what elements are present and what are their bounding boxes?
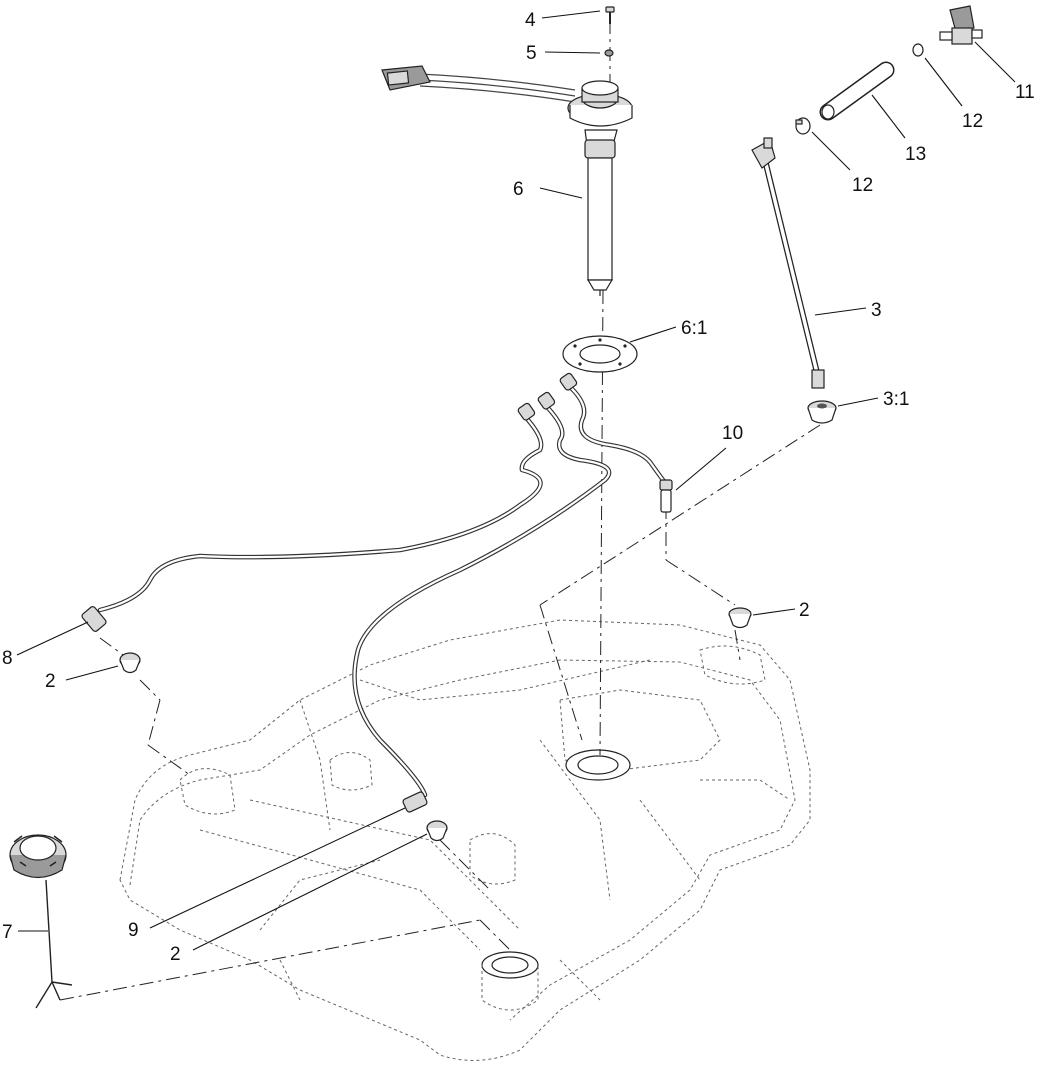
fuel-sender-part — [381, 65, 633, 296]
callout-13: 13 — [905, 144, 926, 165]
fuel-line-assembly-part — [81, 372, 673, 813]
callout-10: 10 — [722, 423, 743, 444]
sender-gasket-part — [562, 335, 638, 373]
callout-12-valve: 12 — [962, 111, 983, 132]
callout-2-center: 2 — [170, 944, 181, 965]
assembly-centerlines — [59, 20, 821, 1001]
callout-5: 5 — [526, 43, 537, 64]
vent-grommet-part — [807, 400, 837, 424]
shutoff-valve-part — [939, 5, 983, 45]
callout-6: 6 — [513, 179, 524, 200]
callout-2-left: 2 — [45, 671, 56, 692]
callout-3-1: 3:1 — [883, 389, 909, 410]
fuel-cap-part — [9, 834, 73, 1009]
vent-tube-part — [751, 137, 825, 389]
fuel-tank — [119, 619, 811, 1061]
fuel-hose-part — [819, 61, 895, 121]
callout-12-hose: 12 — [852, 175, 873, 196]
leader-lines — [16, 10, 1016, 951]
callout-6-1: 6:1 — [681, 318, 707, 339]
callout-11: 11 — [1015, 82, 1035, 103]
screw-part — [605, 6, 615, 24]
callout-labels: 4 5 6 11 12 13 12 6:1 3 3:1 10 2 8 2 9 2… — [2, 10, 1035, 965]
callout-4: 4 — [525, 10, 536, 31]
callout-2-vent: 2 — [799, 600, 810, 621]
hose-clamp-part — [795, 43, 924, 135]
callout-9: 9 — [128, 920, 139, 941]
callout-7: 7 — [2, 922, 13, 943]
washer-part — [604, 49, 614, 57]
grommet-part — [119, 607, 752, 842]
callout-3: 3 — [871, 300, 882, 321]
callout-8: 8 — [2, 648, 13, 669]
